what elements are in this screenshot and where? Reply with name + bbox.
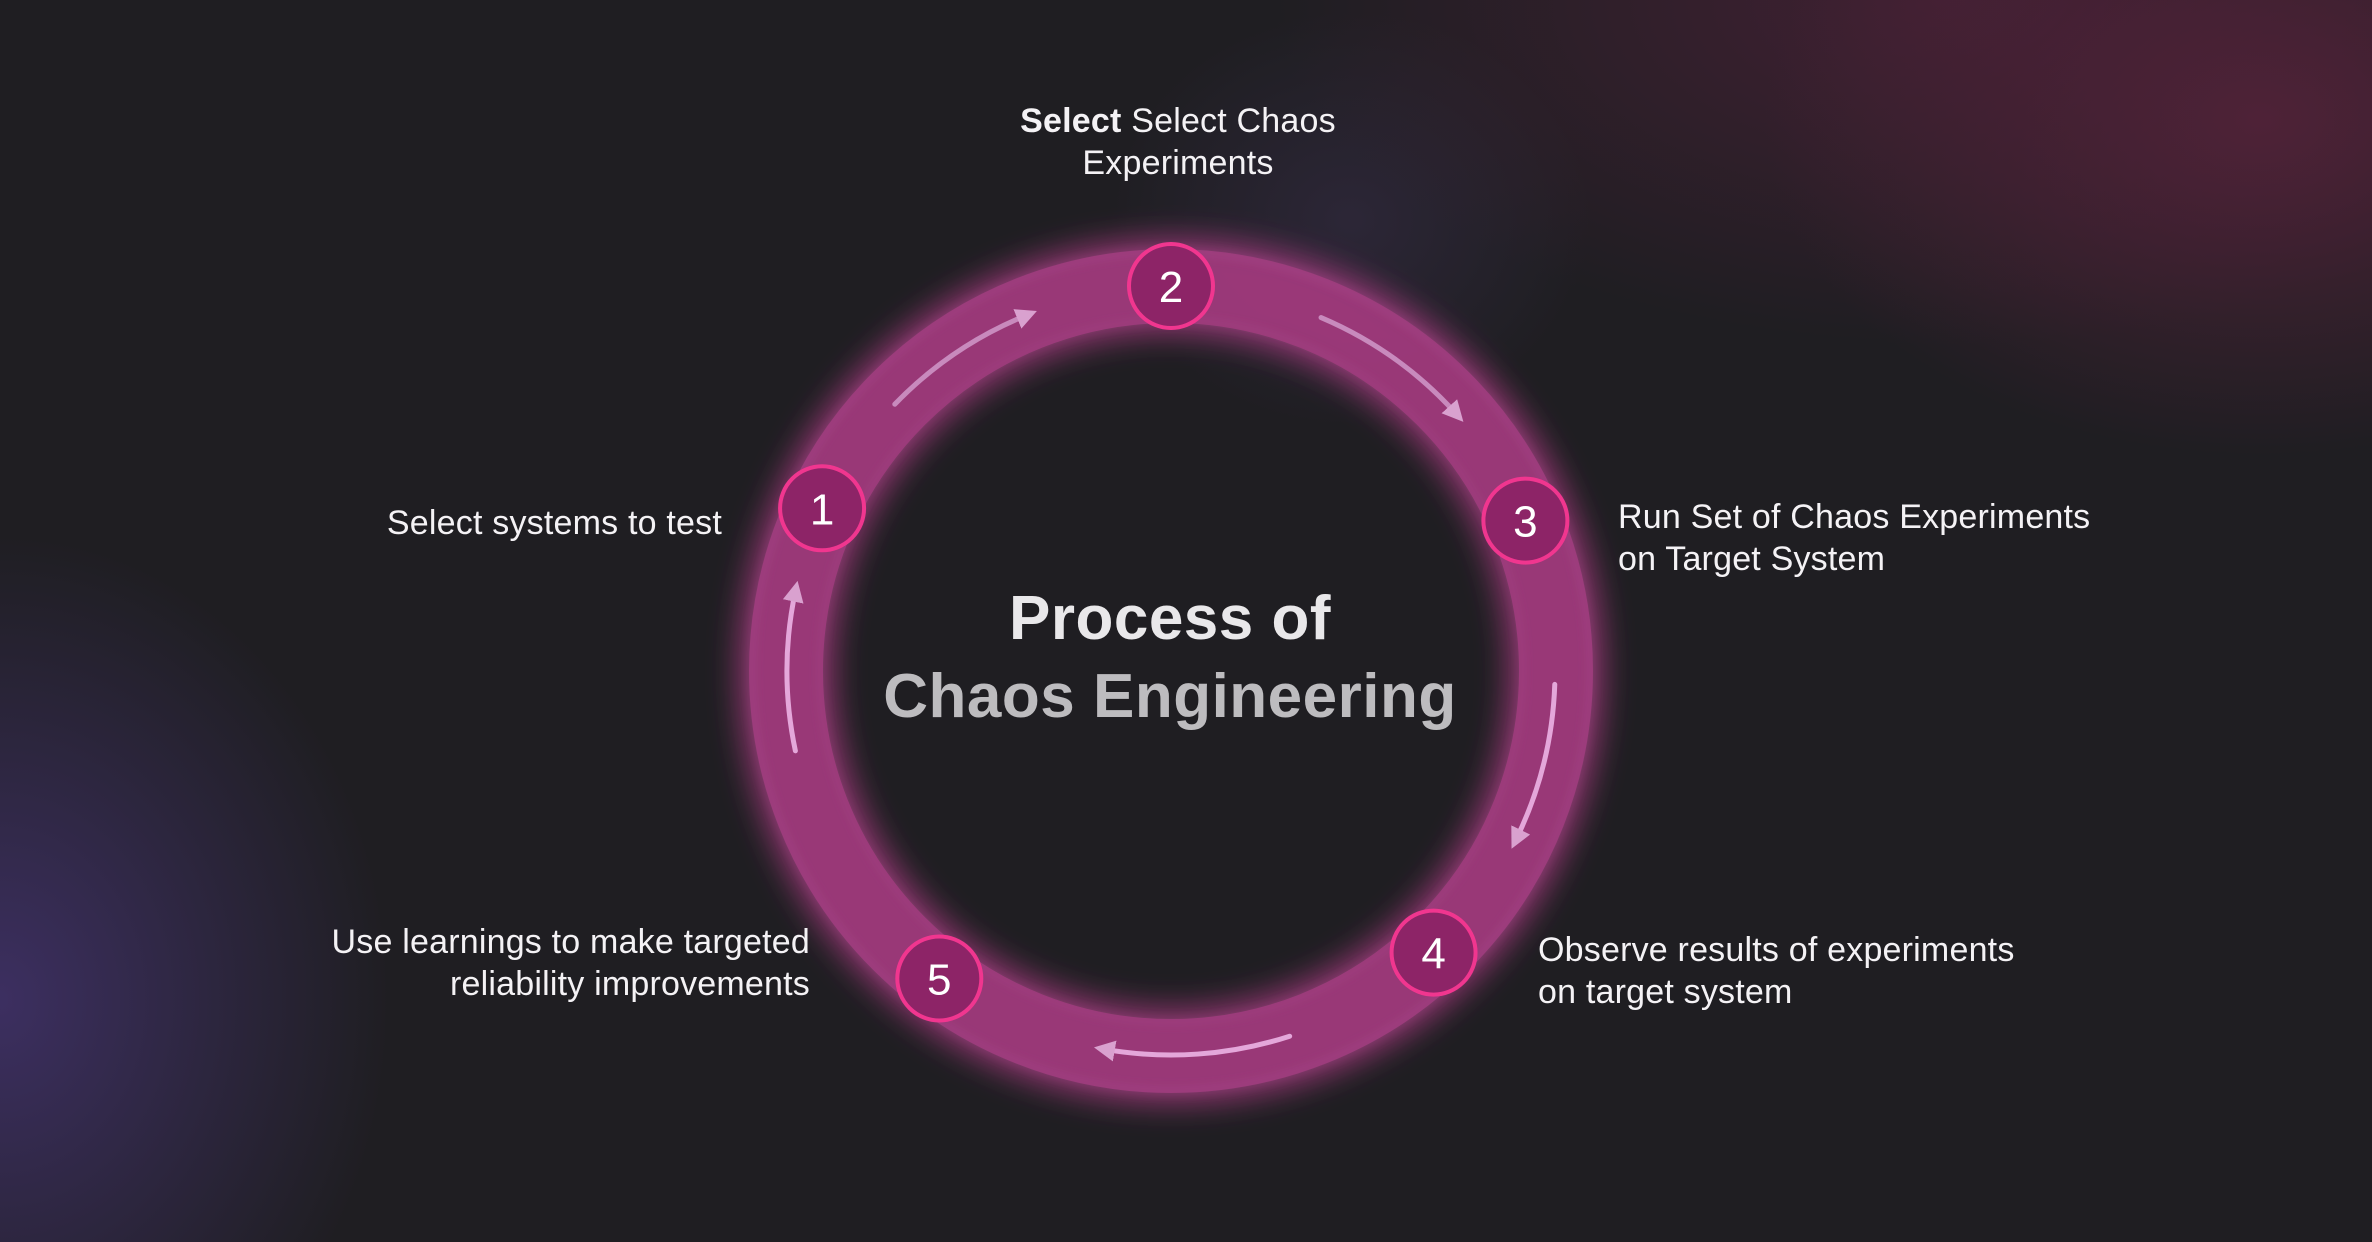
step-node-circle (778, 464, 867, 553)
flow-arrow (782, 580, 804, 754)
step-number: 1 (810, 485, 834, 534)
flow-arrow (1511, 681, 1558, 849)
step-nodes: 1 2 3 4 5 (778, 242, 1570, 1023)
step-1-label: Select systems to test (330, 502, 722, 544)
step-number: 4 (1421, 930, 1445, 979)
step-2-label-text: Select Chaos (1131, 102, 1336, 140)
flow-arrow (1093, 1033, 1293, 1062)
diagram-title: Process of Chaos Engineering (0, 580, 2340, 736)
step-node-circle (1481, 476, 1570, 565)
step-4-label: Observe results of experiments on target… (1538, 929, 2015, 1013)
step-2-label-line-1: Select Select Chaos (960, 100, 1396, 142)
step-node-3: 3 (1481, 476, 1570, 565)
step-node-circle (1127, 242, 1215, 330)
title-line-1: Process of (1008, 584, 1332, 653)
step-2-label-line-2: Experiments (1082, 144, 1274, 182)
flow-arrow (1318, 315, 1464, 422)
step-2-label-prefix: Select (1020, 102, 1122, 140)
title-line-2: Chaos Engineering (883, 662, 1457, 731)
step-number: 3 (1513, 498, 1537, 547)
step-number: 5 (927, 955, 951, 1004)
step-node-circle (1389, 908, 1478, 997)
step-node-1: 1 (778, 464, 867, 553)
step-node-5: 5 (895, 934, 984, 1023)
step-3-label: Run Set of Chaos Experiments on Target S… (1618, 496, 2090, 580)
step-3-label-line-1: Run Set of Chaos Experiments (1618, 498, 2091, 536)
step-5-label-line-2: reliability improvements (449, 965, 810, 1003)
step-node-2: 2 (1127, 242, 1215, 330)
step-5-label: Use learnings to make targeted reliabili… (240, 921, 810, 1005)
step-number: 2 (1159, 263, 1183, 312)
step-4-label-line-1: Observe results of experiments (1538, 931, 2015, 969)
step-4-label-line-2: on target system (1538, 973, 1793, 1011)
step-2-label: Select Select Chaos Experiments (960, 100, 1396, 184)
step-3-label-line-2: on Target System (1618, 540, 1886, 578)
flow-arrows (782, 309, 1558, 1062)
step-node-4: 4 (1389, 908, 1478, 997)
step-5-label-line-1: Use learnings to make targeted (331, 923, 810, 961)
step-node-circle (895, 934, 984, 1023)
flow-arrow (892, 309, 1037, 407)
step-1-label-line: Select systems to test (386, 504, 722, 542)
